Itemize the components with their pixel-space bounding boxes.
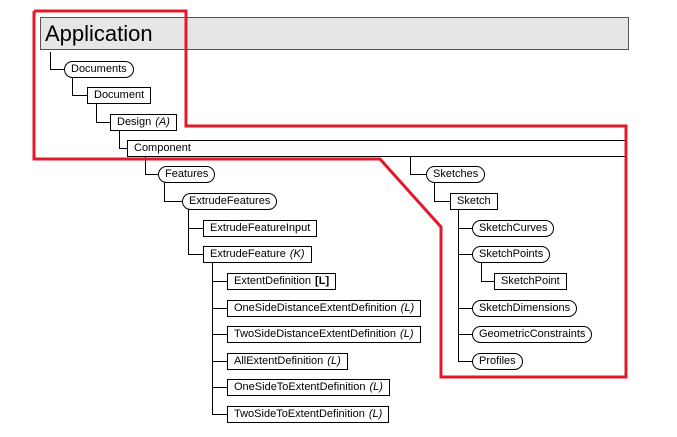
node-extrude-features: ExtrudeFeatures (182, 193, 278, 210)
node-sketch-curves: SketchCurves (472, 220, 555, 237)
node-two-side-distance-extent-definition: TwoSideDistanceExtentDefinitionL (227, 326, 421, 343)
node-label: ExtentDefinition (234, 275, 312, 287)
node-mark: L (369, 381, 382, 393)
node-mark: L (401, 302, 414, 314)
node-sketch-point: SketchPoint (494, 273, 567, 290)
node-label: ExtrudeFeatureInput (210, 222, 311, 234)
node-label: ExtrudeFeatures (189, 195, 271, 207)
node-label: SketchDimensions (479, 302, 571, 314)
node-features: Features (158, 166, 216, 183)
node-all-extent-definition: AllExtentDefinitionL (227, 353, 348, 370)
node-label: SketchCurves (479, 222, 548, 234)
node-label: TwoSideDistanceExtentDefinition (234, 328, 397, 340)
node-label: OneSideDistanceExtentDefinition (234, 302, 397, 314)
node-label: Component (134, 142, 191, 154)
node-label: Features (165, 168, 209, 180)
node-mark: L (327, 355, 340, 367)
node-label: OneSideToExtentDefinition (234, 381, 366, 393)
node-mark: K (290, 248, 305, 260)
node-label: Sketches (433, 168, 479, 180)
node-label: Sketch (457, 195, 491, 207)
node-label: Documents (71, 63, 127, 75)
node-label: Application (45, 21, 153, 46)
node-profiles: Profiles (472, 353, 523, 370)
node-mark: A (155, 116, 170, 128)
node-sketch-dimensions: SketchDimensions (472, 300, 578, 317)
node-design: DesignA (110, 114, 177, 131)
node-label: Document (94, 89, 145, 101)
node-mark: L (400, 328, 413, 340)
node-two-side-to-extent-definition: TwoSideToExtentDefinition L (227, 406, 390, 423)
node-label: GeometricConstraints (479, 328, 586, 340)
node-extrude-feature-input: ExtrudeFeatureInput (203, 220, 318, 237)
node-component: Component (127, 140, 627, 157)
node-geometric-constraints: GeometricConstraints (472, 326, 593, 343)
node-extent-definition: ExtentDefinitionL (227, 273, 337, 290)
node-label: Design (117, 116, 152, 128)
node-label: AllExtentDefinition (234, 355, 324, 367)
node-label: ExtrudeFeature (210, 248, 286, 260)
node-sketch: Sketch (450, 193, 498, 210)
node-label: SketchPoints (479, 248, 544, 260)
node-extrude-feature: ExtrudeFeature K (203, 246, 312, 263)
node-mark: L (369, 408, 382, 420)
node-label: SketchPoint (501, 275, 560, 287)
node-mark: L (315, 275, 329, 287)
node-one-side-to-extent-definition: OneSideToExtentDefinitionL (227, 379, 390, 396)
node-label: TwoSideToExtentDefinition (234, 408, 365, 420)
node-one-side-distance-extent-definition: OneSideDistanceExtentDefinition L (227, 300, 422, 317)
node-sketch-points: SketchPoints (472, 246, 551, 263)
node-sketches: Sketches (426, 166, 486, 183)
node-document: Document (87, 87, 152, 104)
node-label: Profiles (479, 355, 516, 367)
node-application: Application (40, 17, 629, 50)
node-documents: Documents (64, 61, 134, 78)
